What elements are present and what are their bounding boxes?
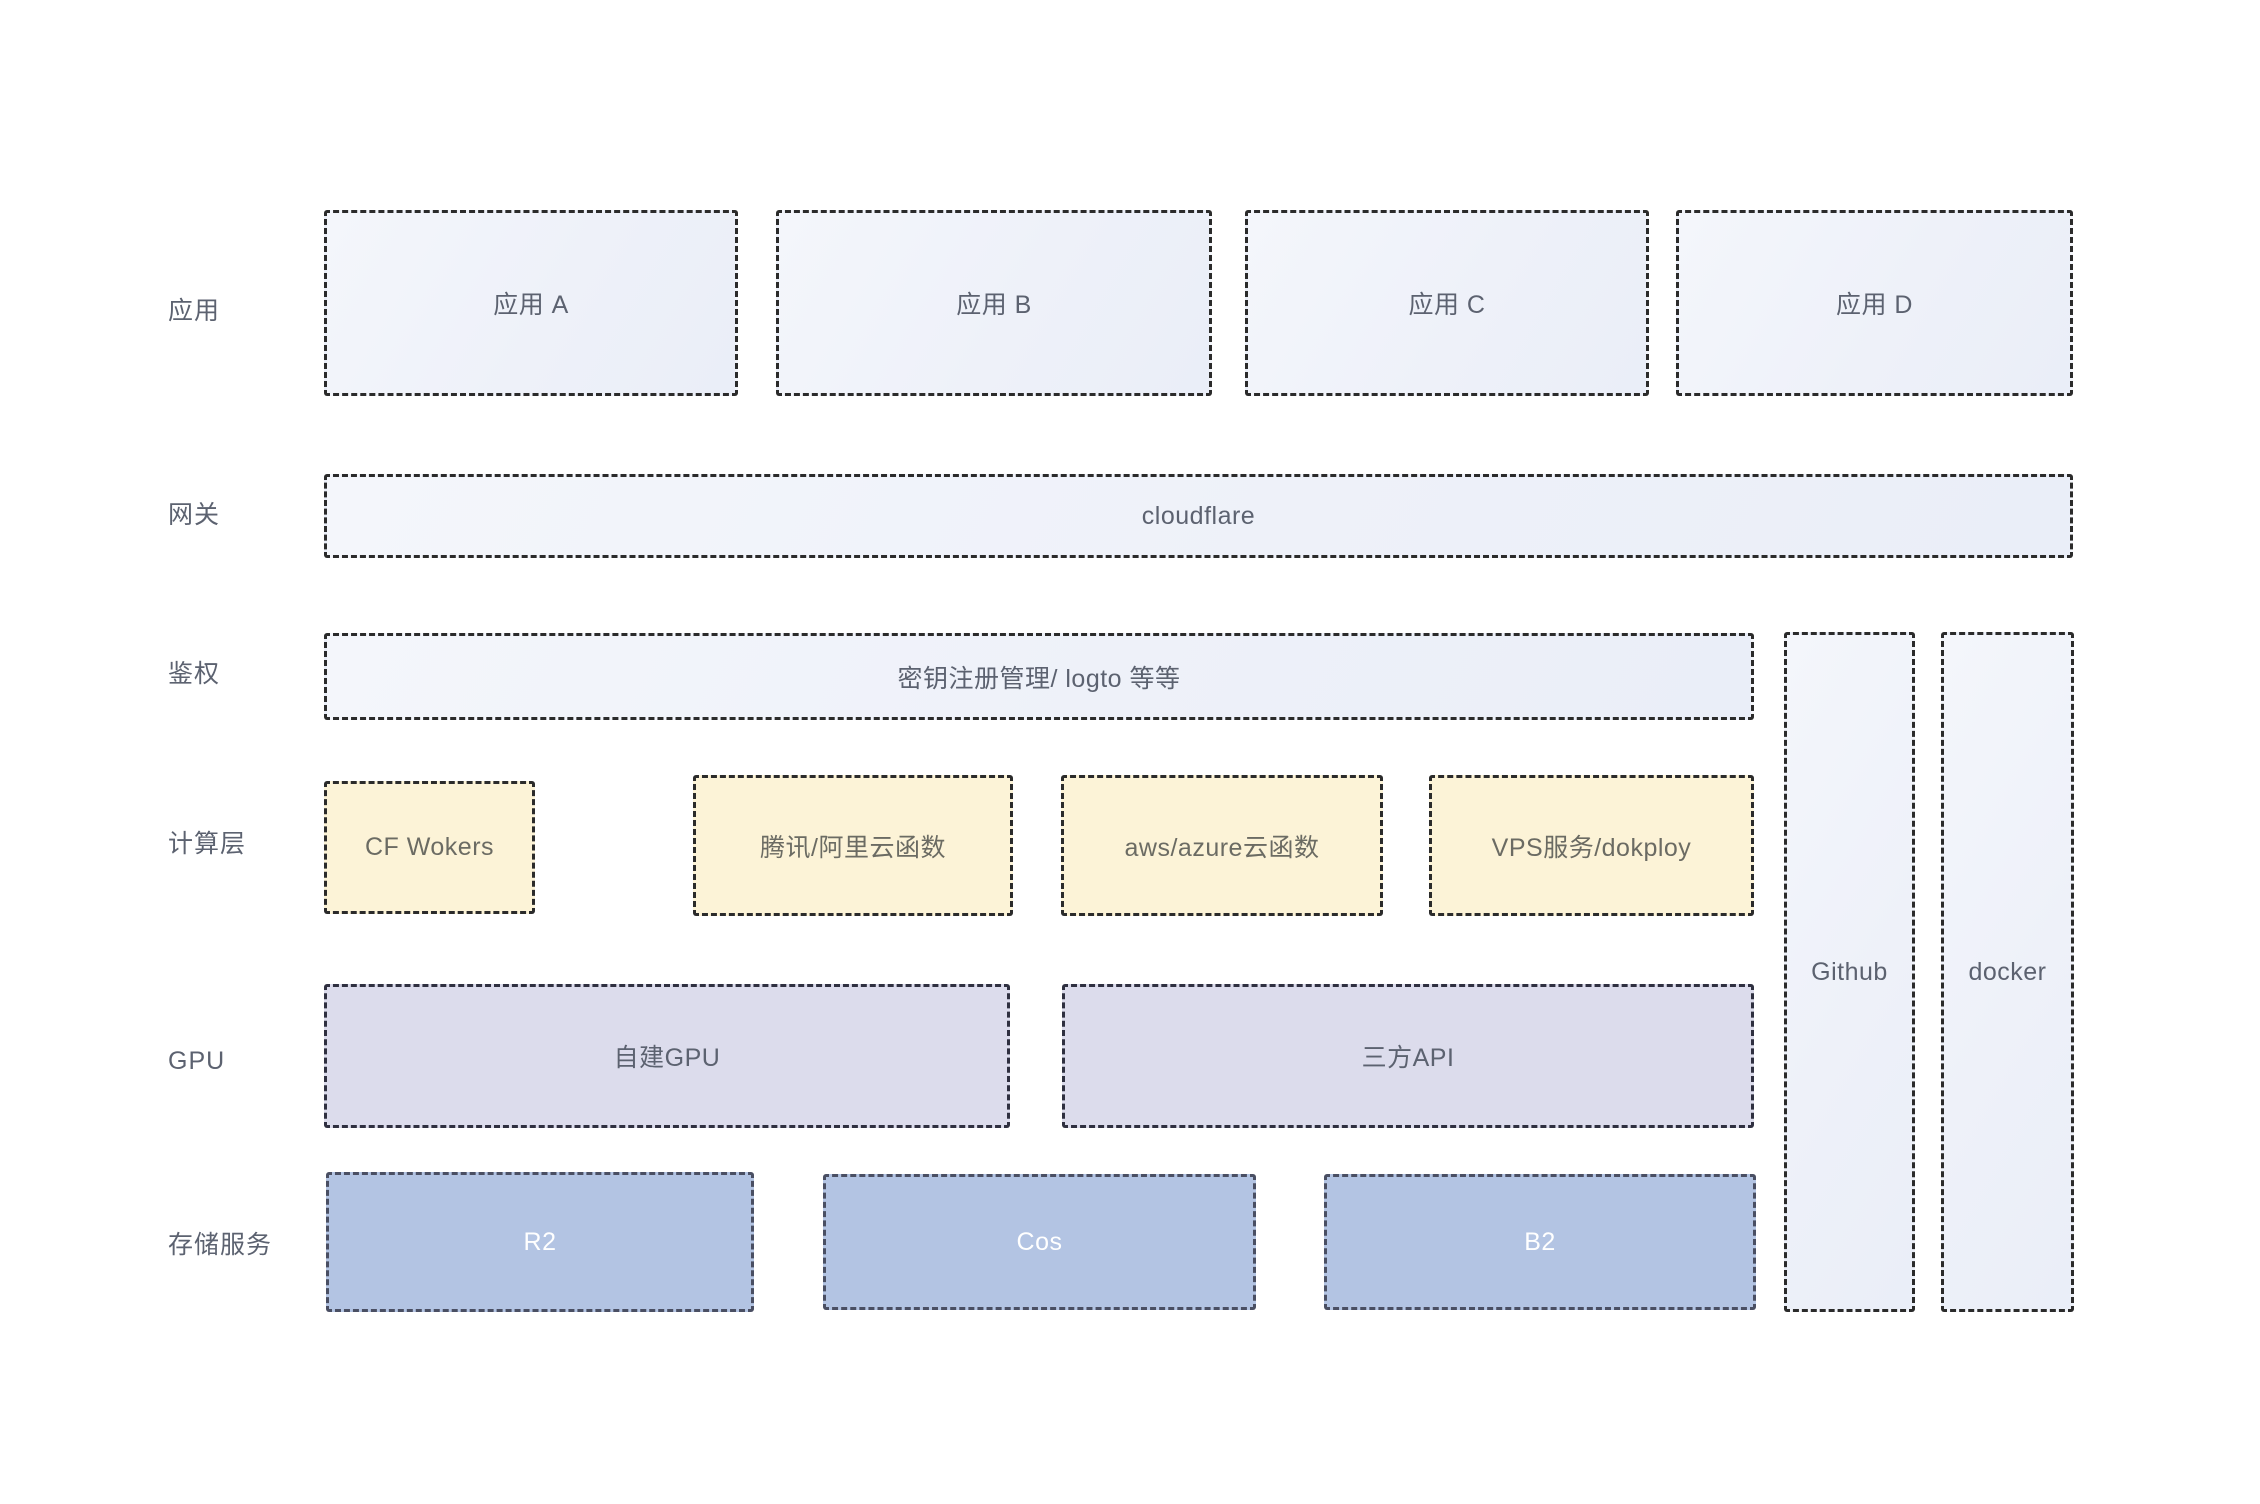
auth-box-key-registry[interactable]: 密钥注册管理/ logto 等等 bbox=[324, 633, 1754, 720]
app-box-b-label: 应用 B bbox=[956, 291, 1032, 319]
row-label-gpu: GPU bbox=[168, 1046, 226, 1075]
storage-box-cos[interactable]: Cos bbox=[823, 1174, 1256, 1310]
row-label-app: 应用 bbox=[168, 296, 221, 325]
gpu-box-third-party-api[interactable]: 三方API bbox=[1062, 984, 1754, 1128]
gateway-box-cloudflare[interactable]: cloudflare bbox=[324, 474, 2073, 558]
side-column-github[interactable]: Github bbox=[1784, 632, 1915, 1312]
compute-box-tencent-aliyun[interactable]: 腾讯/阿里云函数 bbox=[693, 775, 1013, 916]
compute-box-vps-dokploy-label: VPS服务/dokploy bbox=[1491, 833, 1692, 862]
row-label-auth: 鉴权 bbox=[168, 659, 221, 688]
app-box-a[interactable]: 应用 A bbox=[324, 210, 738, 396]
storage-box-b2-label: B2 bbox=[1524, 1227, 1556, 1256]
row-label-gateway: 网关 bbox=[168, 500, 221, 529]
storage-box-r2[interactable]: R2 bbox=[326, 1172, 754, 1312]
side-column-docker-label: docker bbox=[1968, 957, 2047, 986]
compute-box-cf-workers[interactable]: CF Wokers bbox=[324, 781, 535, 914]
gateway-box-cloudflare-label: cloudflare bbox=[1141, 501, 1256, 530]
side-column-github-label: Github bbox=[1811, 957, 1888, 986]
row-label-storage: 存储服务 bbox=[168, 1230, 273, 1259]
app-box-d[interactable]: 应用 D bbox=[1676, 210, 2073, 396]
app-box-c[interactable]: 应用 C bbox=[1245, 210, 1649, 396]
compute-box-aws-azure-label: aws/azure云函数 bbox=[1124, 833, 1320, 862]
compute-box-tencent-aliyun-label: 腾讯/阿里云函数 bbox=[760, 833, 946, 862]
compute-box-vps-dokploy[interactable]: VPS服务/dokploy bbox=[1429, 775, 1754, 916]
gpu-box-self-hosted-label: 自建GPU bbox=[613, 1044, 721, 1072]
side-column-docker[interactable]: docker bbox=[1941, 632, 2074, 1312]
row-label-compute: 计算层 bbox=[168, 829, 247, 858]
app-box-b[interactable]: 应用 B bbox=[776, 210, 1212, 396]
app-box-a-label: 应用 A bbox=[493, 291, 569, 319]
storage-box-r2-label: R2 bbox=[523, 1227, 557, 1256]
gpu-box-third-party-api-label: 三方API bbox=[1361, 1044, 1455, 1072]
compute-box-aws-azure[interactable]: aws/azure云函数 bbox=[1061, 775, 1383, 916]
compute-box-cf-workers-label: CF Wokers bbox=[364, 833, 495, 861]
storage-box-b2[interactable]: B2 bbox=[1324, 1174, 1756, 1310]
auth-box-key-registry-label: 密钥注册管理/ logto 等等 bbox=[897, 664, 1181, 693]
storage-box-cos-label: Cos bbox=[1016, 1227, 1063, 1256]
app-box-c-label: 应用 C bbox=[1408, 291, 1486, 319]
app-box-d-label: 应用 D bbox=[1835, 291, 1913, 319]
gpu-box-self-hosted[interactable]: 自建GPU bbox=[324, 984, 1010, 1128]
